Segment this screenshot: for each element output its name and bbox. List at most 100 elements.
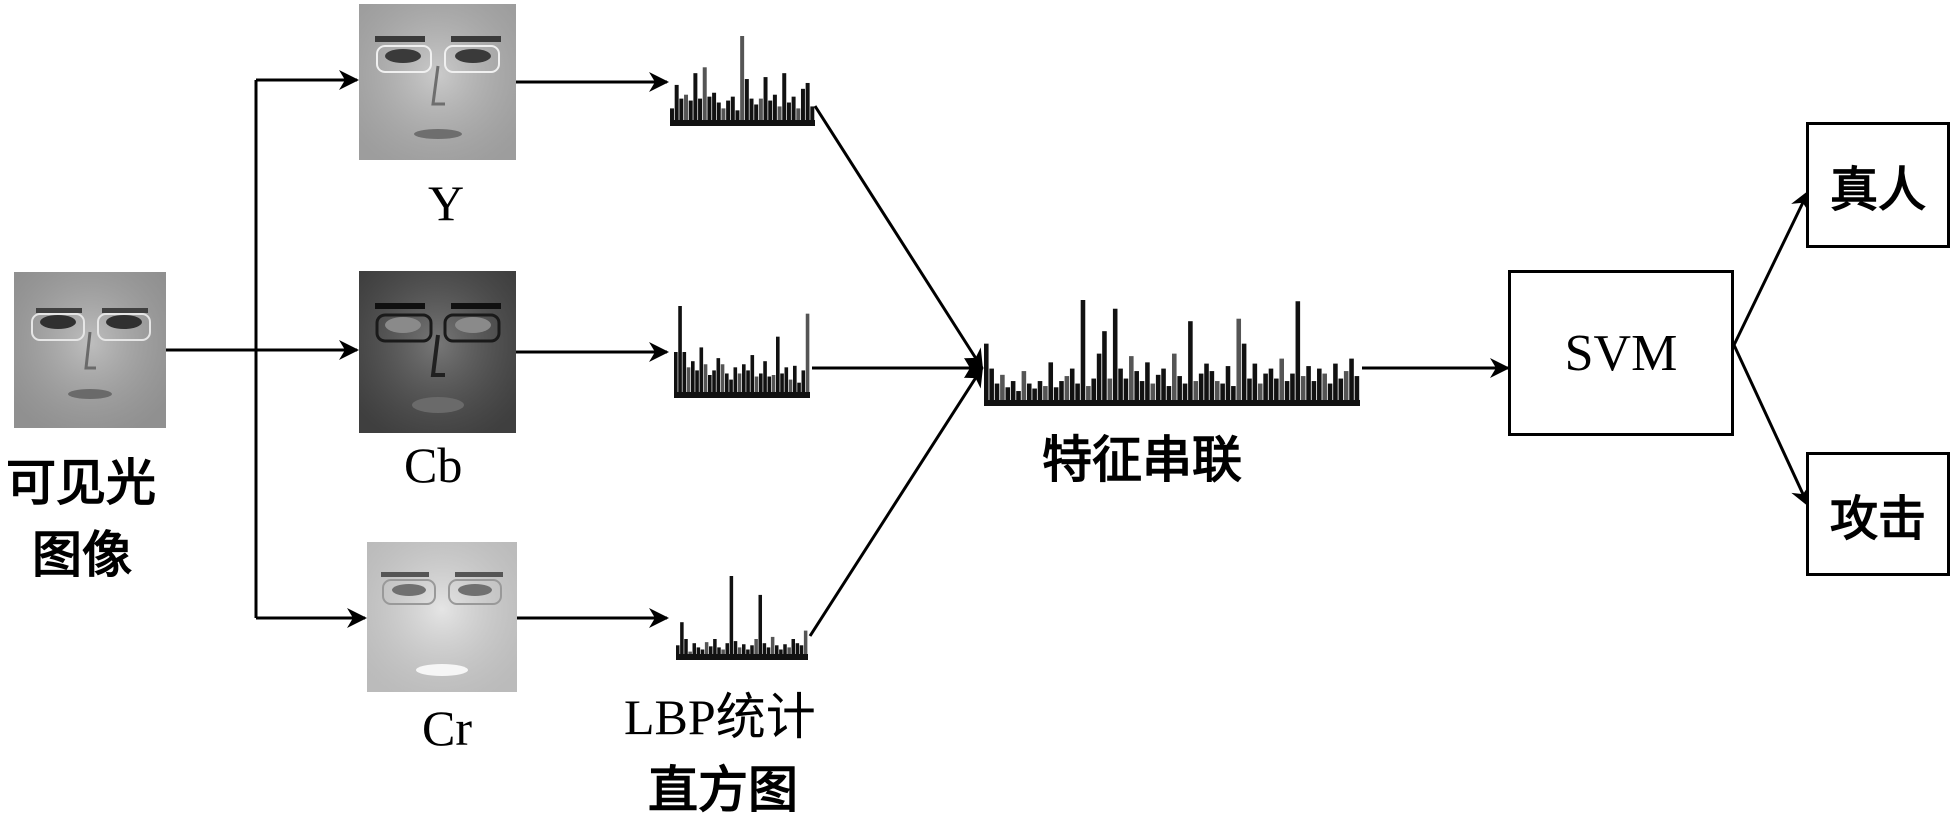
hist-cb-bar — [695, 370, 699, 398]
lbp-histogram-cb — [674, 306, 810, 398]
hist-y-bar — [786, 102, 791, 126]
face-image-y — [359, 4, 516, 160]
hist-cb-bar — [797, 382, 801, 398]
hist-cb-bar — [750, 355, 755, 398]
hist-cb-bar — [674, 352, 678, 398]
hist-cb-bar — [763, 361, 767, 398]
concat-hist-bar — [1145, 362, 1150, 406]
concat-hist-bar — [1102, 331, 1107, 406]
concat-hist-bar — [1107, 378, 1113, 406]
channel-label-cb: Cb — [404, 437, 463, 493]
hist-cb-bar — [725, 373, 729, 398]
hist-y-bar — [763, 77, 768, 126]
hist-cb-bar — [767, 376, 772, 398]
concat-hist-bar — [1166, 386, 1172, 406]
hist-y-bar — [693, 73, 698, 126]
concat-hist-bar — [994, 383, 1000, 406]
hist-cb-bar — [776, 336, 780, 398]
hist-cr-bar — [770, 636, 775, 660]
hist-y-bar — [684, 94, 689, 126]
hist-cr-bar — [729, 576, 734, 660]
face-image-cb — [359, 271, 516, 433]
hist-y-bar — [674, 84, 679, 126]
concat-hist-bar — [1311, 381, 1317, 406]
concat-hist-bar — [1043, 386, 1048, 406]
lbp-histogram-cr — [676, 576, 808, 660]
concat-hist-bar — [1129, 356, 1134, 406]
concat-hist-bar — [1064, 376, 1070, 406]
hist-y-bar — [721, 108, 726, 126]
hist-cb-bar — [746, 370, 750, 398]
hist-cr-bar — [684, 639, 688, 660]
concat-hist-bar — [1091, 378, 1096, 406]
concat-hist-bar — [1290, 373, 1295, 406]
concat-hist-bar — [1069, 368, 1075, 406]
hist-y-bar — [716, 102, 721, 126]
concat-hist-bar — [1118, 368, 1123, 406]
concat-hist-bar — [1188, 321, 1193, 406]
hist-y-bar — [688, 100, 693, 126]
concat-hist-bar — [1112, 308, 1118, 406]
hist-cr-bar — [803, 630, 808, 660]
hist-cb-bar — [737, 373, 742, 398]
concat-hist-bar — [984, 343, 989, 406]
concat-hist-bar — [1295, 301, 1301, 406]
hist-y-bar — [777, 106, 782, 126]
concat-hist-bar — [1274, 378, 1279, 406]
hist-cr-bar — [799, 645, 804, 660]
concat-hist-bar — [1236, 318, 1242, 406]
concat-hist-bar — [1075, 383, 1080, 406]
concat-hist-bar — [1220, 383, 1225, 406]
hist-cb-bar — [729, 379, 733, 398]
hist-cr-bar — [750, 645, 754, 660]
hist-y-baseline — [670, 120, 815, 126]
hist-cr-bar — [709, 646, 713, 660]
histogram-caption-text: LBP统计 — [624, 689, 816, 745]
hist-y-bar — [772, 94, 777, 126]
concat-hist-bar — [1268, 368, 1274, 406]
input-label-line2: 图像 — [32, 526, 132, 584]
hist-cb-bar — [682, 352, 687, 398]
concat-hist-bar — [1209, 371, 1215, 406]
output-label-attack: 攻击 — [1829, 491, 1926, 547]
concat-hist-bar — [1300, 376, 1306, 406]
hist-cr-bar — [717, 647, 721, 660]
output-box-attack: 攻击 — [1806, 452, 1950, 576]
hist-y-bar — [712, 92, 717, 126]
hist-cb-bar — [771, 375, 776, 398]
arrow-svm-to-attack — [1732, 344, 1810, 507]
hist-cb-bar — [788, 379, 793, 398]
hist-cr-bar — [791, 639, 796, 660]
hist-y-bar — [782, 73, 787, 126]
concat-hist-bar — [1241, 343, 1247, 406]
connectors — [166, 70, 1810, 637]
hist-cr-bar — [795, 643, 800, 660]
hist-cr-bar — [758, 594, 763, 660]
input-face-image — [14, 272, 166, 428]
hist-y-bar — [796, 108, 801, 126]
concat-hist-bar — [1322, 373, 1327, 406]
concat-hist-bar — [1021, 371, 1027, 406]
hist-cb-bar — [759, 373, 763, 398]
concat-hist-bar — [1016, 391, 1021, 406]
concat-hist-bar — [1177, 376, 1182, 406]
concat-hist-bar — [1172, 353, 1177, 406]
concat-hist-bar — [1317, 368, 1322, 406]
concat-hist-baseline — [984, 400, 1360, 406]
hist-cr-bar — [754, 639, 758, 660]
hist-cr-bar — [696, 647, 701, 660]
concat-hist-bar — [1000, 374, 1005, 406]
hist-y-bar — [791, 96, 796, 126]
face-image-cr — [367, 542, 517, 692]
hist-y-bar — [800, 88, 805, 126]
hist-y-bar — [744, 79, 749, 126]
concat-hist-bar — [1010, 381, 1016, 406]
hist-cb-bar — [716, 358, 721, 398]
hist-cr-bar — [742, 644, 746, 660]
hist-y-bar — [740, 36, 745, 126]
input-label-line1: 可见光 — [6, 454, 156, 512]
histogram-caption-line2: 直方图 — [648, 761, 798, 819]
concat-label: 特征串联 — [1042, 431, 1242, 489]
output-box-real: 真人 — [1806, 122, 1950, 248]
